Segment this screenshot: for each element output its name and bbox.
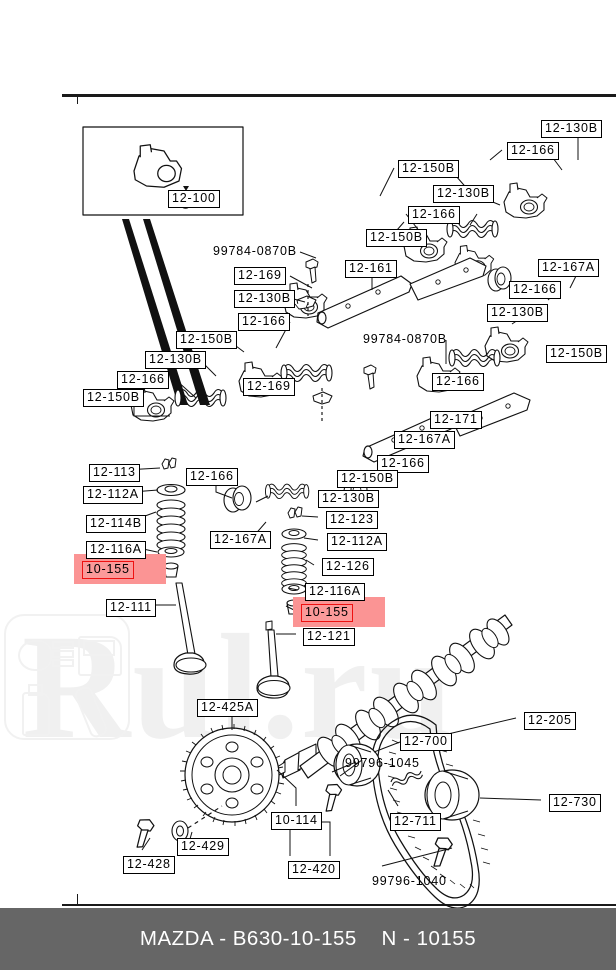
part-callout: 12-123 [326,511,378,529]
part-callout: 12-171 [430,411,482,429]
part-callout: 12-167A [538,259,599,277]
footer-text: MAZDA - B630-10-155 N - 10155 [139,927,477,950]
part-callout: 12-150B [176,331,237,349]
watermark-badge [4,614,130,740]
part-callout: 12-150B [366,229,427,247]
part-callout: 12-130B [487,304,548,322]
part-callout: 12-114B [86,515,146,533]
part-callout: 12-166 [186,468,238,486]
part-callout: 12-116A [86,541,146,559]
part-callout: 12-111 [106,599,156,617]
part-callout: 12-100 [168,190,220,208]
part-callout: 12-113 [89,464,140,482]
car-door-icon [78,636,122,676]
part-callout: 12-425A [197,699,258,717]
part-callout: 12-166 [238,313,290,331]
part-callout: 12-429 [177,838,229,856]
oil-bottle-cap-icon [28,684,43,696]
frame-bottom-tick [77,894,78,904]
headlight-icon [18,640,52,671]
part-callout: 12-167A [210,531,271,549]
oil-bottle-icon [22,692,50,736]
part-callout: 10-114 [271,812,322,830]
part-callout: 12-121 [303,628,355,646]
part-callout: 99784-0870B [363,332,447,346]
part-callout: 12-166 [408,206,460,224]
headlight-beam-icon [52,659,74,667]
part-callout: 12-126 [322,558,374,576]
part-callout: 12-112A [327,533,387,551]
part-callout: 12-700 [400,733,452,751]
part-callout-highlighted: 10-155 [82,561,134,579]
footer-bar: MAZDA - B630-10-155 N - 10155 [0,908,616,970]
part-callout: 12-167A [394,431,455,449]
part-callout: 12-730 [549,794,601,812]
frame-top-tick [77,97,78,104]
frame-top-rule [62,94,616,97]
part-callout: 12-169 [234,267,286,285]
part-callout: 12-150B [398,160,459,178]
part-callout: 12-428 [123,856,175,874]
part-callout: 12-150B [337,470,398,488]
part-callout-highlighted: 10-155 [301,604,353,622]
part-callout: 12-169 [243,378,295,396]
part-callout: 12-112A [83,486,143,504]
part-callout: 12-130B [318,490,379,508]
part-callout: 12-130B [541,120,602,138]
part-callout: 12-161 [345,260,397,278]
part-callout: 12-150B [546,345,607,363]
car-door-window-icon [83,640,115,656]
part-callout: 12-166 [377,455,429,473]
headlight-beam-icon [52,650,74,658]
frame-bottom-rule [62,904,616,906]
part-callout: 12-166 [509,281,561,299]
part-callout: 12-420 [288,861,340,879]
part-callout: 99784-0870B [213,244,297,258]
part-callout: 12-166 [117,371,169,389]
part-callout: 99796-1045 [345,756,420,770]
part-callout: 12-205 [524,712,576,730]
part-callout: 12-166 [432,373,484,391]
part-callout: 12-130B [145,351,206,369]
part-callout: 12-166 [507,142,559,160]
part-callout: 12-150B [83,389,144,407]
part-callout: 12-130B [433,185,494,203]
headlight-beam-icon [52,641,74,649]
part-callout: 12-116A [305,583,365,601]
part-callout: 12-711 [390,813,441,831]
part-callout: 12-130B [234,290,295,308]
part-callout: 99796-1040 [372,874,447,888]
